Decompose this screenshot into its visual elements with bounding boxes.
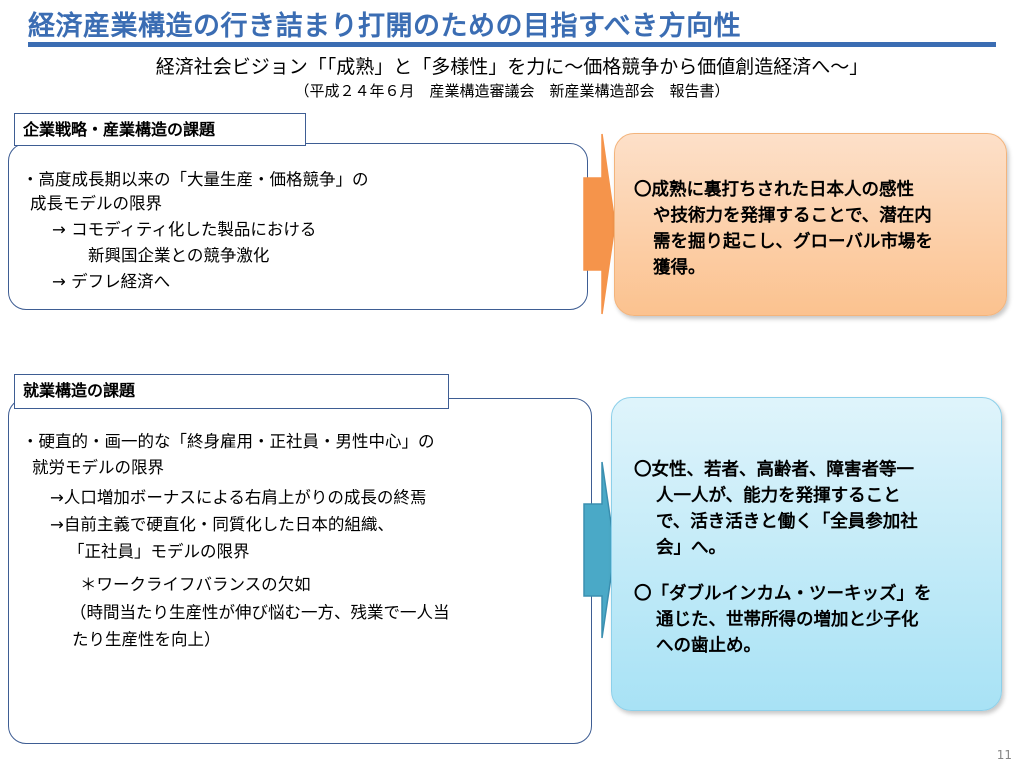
source-note: （平成２４年６月 産業構造審議会 新産業構造部会 報告書）	[294, 82, 730, 100]
page-number: 11	[996, 748, 1012, 762]
issue-line: →人口増加ボーナスによる右肩上がりの成長の終焉	[50, 488, 427, 507]
corporate-strategy-result	[614, 133, 1007, 316]
employment-structure-box	[8, 398, 592, 744]
result-line: 人一人が、能力を発揮すること	[656, 486, 901, 506]
issue-line: たり生産性を向上）	[72, 630, 221, 649]
result-line: 〇成熟に裏打ちされた日本人の感性	[634, 180, 914, 200]
issue-line: 成長モデルの限界	[30, 194, 162, 213]
result-line: 獲得。	[653, 258, 706, 278]
corporate-strategy-label: 企業戦略・産業構造の課題	[14, 113, 306, 146]
corporate-strategy-box	[8, 143, 588, 310]
employment-structure-label: 就業構造の課題	[14, 374, 449, 409]
result-line: で、活き活きと働く「全員参加社	[656, 512, 918, 532]
result-line: への歯止め。	[656, 636, 761, 656]
issue-line: ・硬直的・画一的な「終身雇用・正社員・男性中心」の	[22, 432, 435, 451]
issue-line: （時間当たり生産性が伸び悩む一方、残業で一人当	[70, 603, 450, 622]
right-arrow-icon	[583, 133, 616, 315]
issue-line: ・高度成長期以来の「大量生産・価格競争」の	[22, 170, 369, 189]
result-line: や技術力を発揮することで、潜在内	[653, 206, 932, 226]
issue-line: →自前主義で硬直化・同質化した日本的組織、	[50, 515, 394, 534]
subtitle: 経済社会ビジョン「「成熟」と「多様性」を力に～価格競争から価値創造経済へ～」	[155, 56, 869, 78]
result-line: 会」へ。	[656, 538, 726, 558]
right-arrow-icon	[583, 461, 616, 639]
issue-line: 就労モデルの限界	[32, 458, 164, 477]
issue-line: → デフレ経済へ	[52, 272, 171, 291]
result-line: 〇女性、若者、高齢者、障害者等一	[634, 460, 914, 480]
page-title: 経済産業構造の行き詰まり打開のための目指すべき方向性	[28, 11, 742, 42]
employment-structure-result	[611, 397, 1002, 711]
result-line: 通じた、世帯所得の増加と少子化	[656, 610, 919, 630]
issue-line: 「正社員」モデルの限界	[68, 542, 250, 561]
issue-line: 新興国企業との競争激化	[88, 246, 270, 265]
result-line: 需を掘り起こし、グローバル市場を	[653, 232, 933, 252]
issue-line: ＊ワークライフバランスの欠如	[80, 575, 311, 594]
result-line: 〇「ダブルインカム・ツーキッズ」を	[634, 584, 932, 604]
issue-line: → コモディティ化した製品における	[52, 220, 317, 239]
title-underline	[28, 42, 996, 47]
